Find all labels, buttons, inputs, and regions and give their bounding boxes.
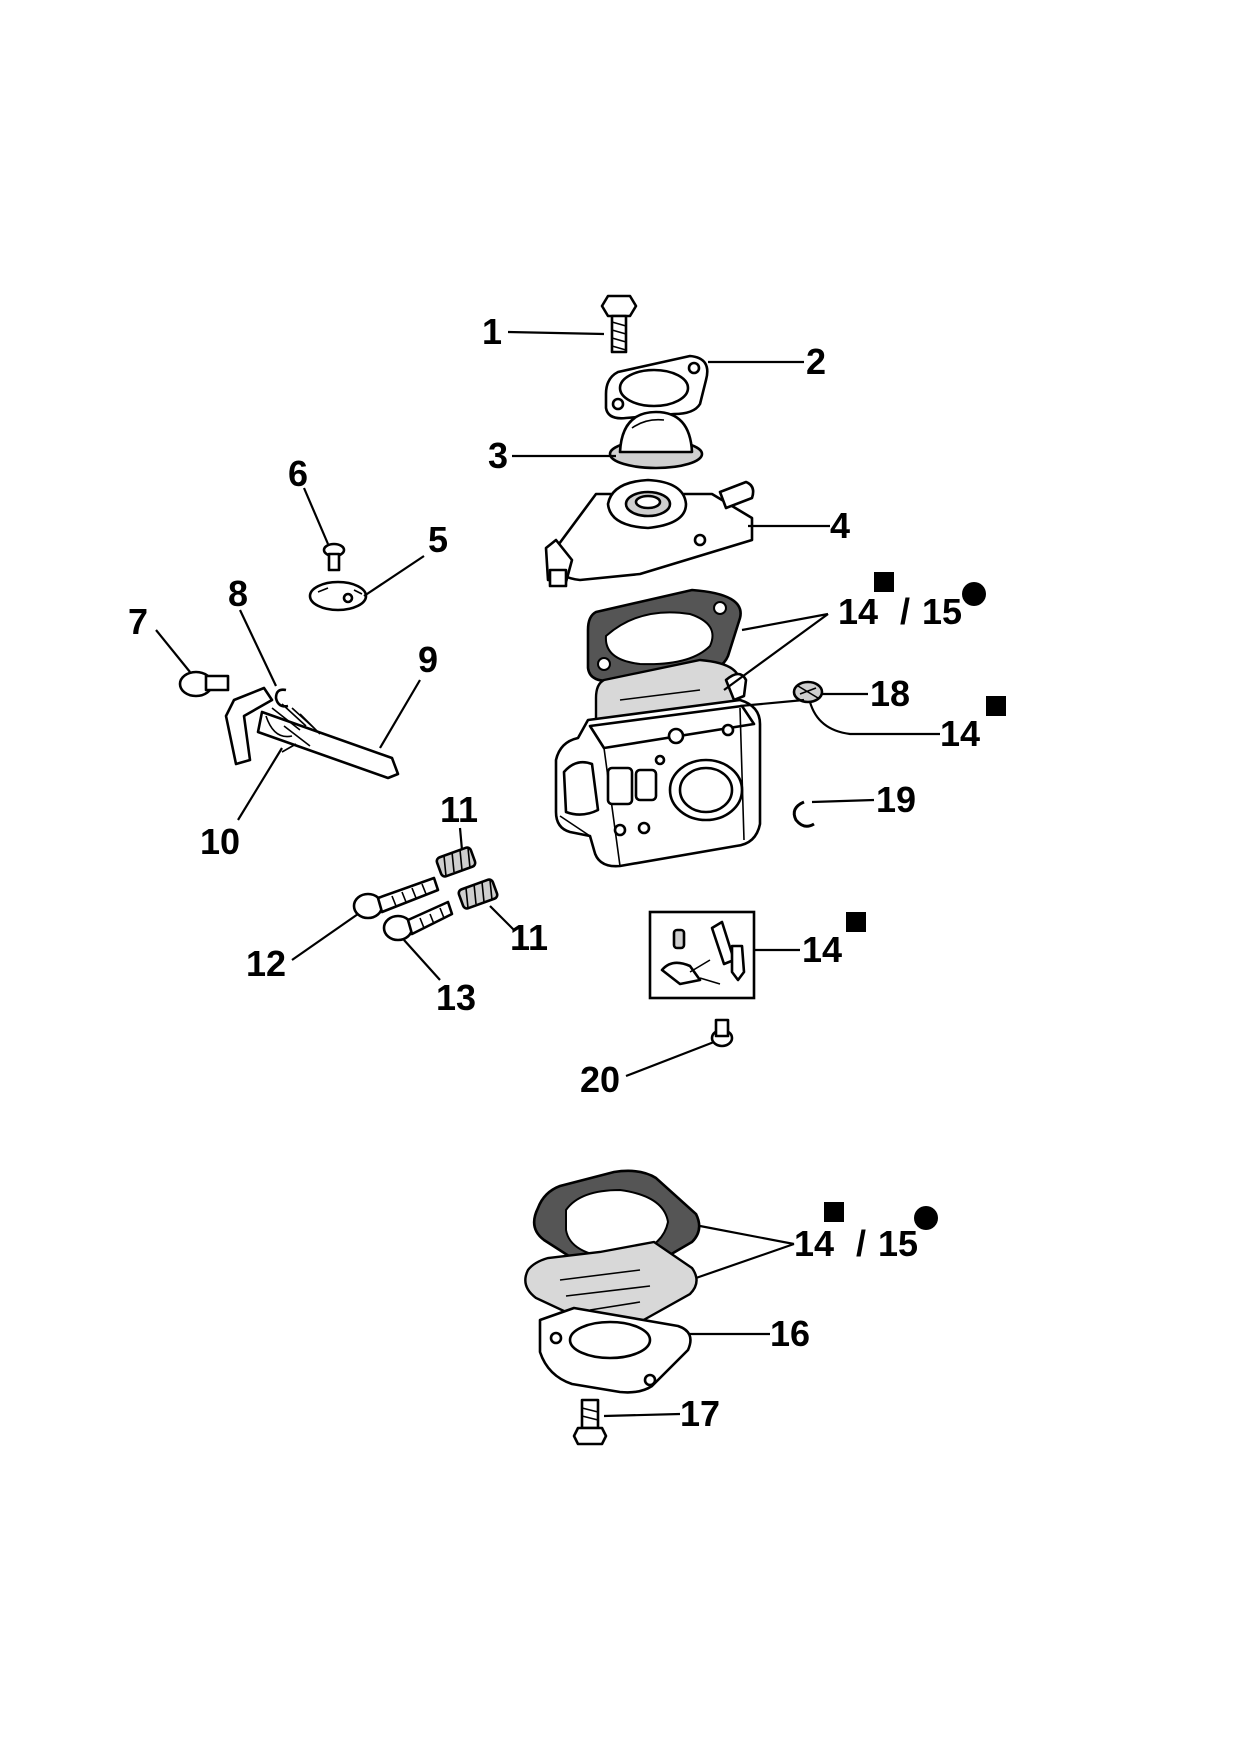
callout-slash-lower: / xyxy=(856,1223,866,1264)
callout-3: 3 xyxy=(488,435,508,476)
kit-square-marker xyxy=(986,696,1006,716)
leader-11-lower xyxy=(489,905,515,931)
part-5-disc-plate xyxy=(308,580,368,612)
callout-9: 9 xyxy=(418,639,438,680)
part-13-adjust-screw xyxy=(382,900,454,942)
label-14-mid: 14 xyxy=(940,696,1006,754)
leader-6 xyxy=(302,487,330,545)
leader-13 xyxy=(403,939,441,981)
callout-13: 13 xyxy=(436,977,476,1018)
part-6-small-screw xyxy=(322,542,346,572)
kit-square-marker xyxy=(874,572,894,592)
part-20-screw xyxy=(710,1018,734,1048)
callout-18: 18 xyxy=(870,673,910,714)
leader-7 xyxy=(155,629,191,673)
leader-8 xyxy=(239,609,277,687)
part-18-filter-screen xyxy=(792,680,824,704)
part-11-spring-lower xyxy=(457,878,499,910)
part-14-15-lower-diaphragm xyxy=(524,1240,698,1331)
leader-14-15-upper-a xyxy=(741,612,829,632)
leader-19 xyxy=(811,798,875,804)
leader-12 xyxy=(291,913,359,961)
callout-2: 2 xyxy=(806,341,826,382)
leader-9 xyxy=(379,679,421,749)
callout-14-lower: 14 xyxy=(794,1223,834,1264)
part-3-primer-bulb xyxy=(608,410,704,470)
label-14-15-upper: 14 / 15 xyxy=(838,572,986,632)
part-11-spring-upper xyxy=(435,846,477,878)
callout-slash-upper: / xyxy=(900,591,910,632)
leader-20 xyxy=(625,1040,715,1078)
kit-circle-marker xyxy=(914,1206,938,1230)
callout-11-lower: 11 xyxy=(510,917,548,958)
callout-15-lower: 15 xyxy=(878,1223,918,1264)
callout-6: 6 xyxy=(288,453,308,494)
callout-8: 8 xyxy=(228,573,248,614)
callout-7: 7 xyxy=(128,601,148,642)
callout-4: 4 xyxy=(830,505,850,546)
leader-14-15-upper-b xyxy=(723,613,829,691)
part-1-screw xyxy=(600,294,638,354)
leader-14-15-lower-b xyxy=(695,1242,795,1280)
leader-1 xyxy=(507,330,605,336)
callout-16: 16 xyxy=(770,1313,810,1354)
callout-17: 17 xyxy=(680,1393,720,1434)
part-8-clip xyxy=(274,688,289,708)
callout-20: 20 xyxy=(580,1059,620,1100)
part-16-end-cover xyxy=(538,1306,692,1394)
leader-14-mid-b xyxy=(808,701,940,736)
callout-5: 5 xyxy=(428,519,448,560)
part-4-pump-body xyxy=(544,478,755,588)
part-2-cover-plate xyxy=(604,354,709,420)
callout-15-upper: 15 xyxy=(922,591,962,632)
leader-14-15-lower-a xyxy=(699,1224,795,1246)
kit-square-marker xyxy=(824,1202,844,1222)
part-7-screw xyxy=(178,670,230,698)
part-19-clip xyxy=(792,800,815,828)
part-14-repair-kit-box xyxy=(648,910,756,1000)
leader-5 xyxy=(363,555,425,597)
leader-11-upper xyxy=(458,827,464,851)
callout-14-upper: 14 xyxy=(838,591,878,632)
label-14-kit: 14 xyxy=(802,912,866,970)
callout-10: 10 xyxy=(200,821,240,862)
carburetor-body xyxy=(554,698,762,868)
callout-11-upper: 11 xyxy=(440,789,478,830)
leader-17 xyxy=(603,1412,681,1418)
callout-19: 19 xyxy=(876,779,916,820)
callout-12: 12 xyxy=(246,943,286,984)
part-14-15-upper-gasket xyxy=(586,588,742,683)
part-12-adjust-screw xyxy=(352,876,440,920)
kit-circle-marker xyxy=(962,582,986,606)
label-14-15-lower: 14 / 15 xyxy=(794,1202,938,1264)
kit-square-marker xyxy=(846,912,866,932)
part-9-shaft-and-part-10-lever xyxy=(224,686,400,780)
callout-14-kit: 14 xyxy=(802,929,842,970)
leader-14-mid-a xyxy=(739,698,805,708)
callout-14-mid: 14 xyxy=(940,713,980,754)
callout-1: 1 xyxy=(482,311,502,352)
leader-10 xyxy=(237,747,283,821)
part-17-screw xyxy=(572,1398,608,1446)
